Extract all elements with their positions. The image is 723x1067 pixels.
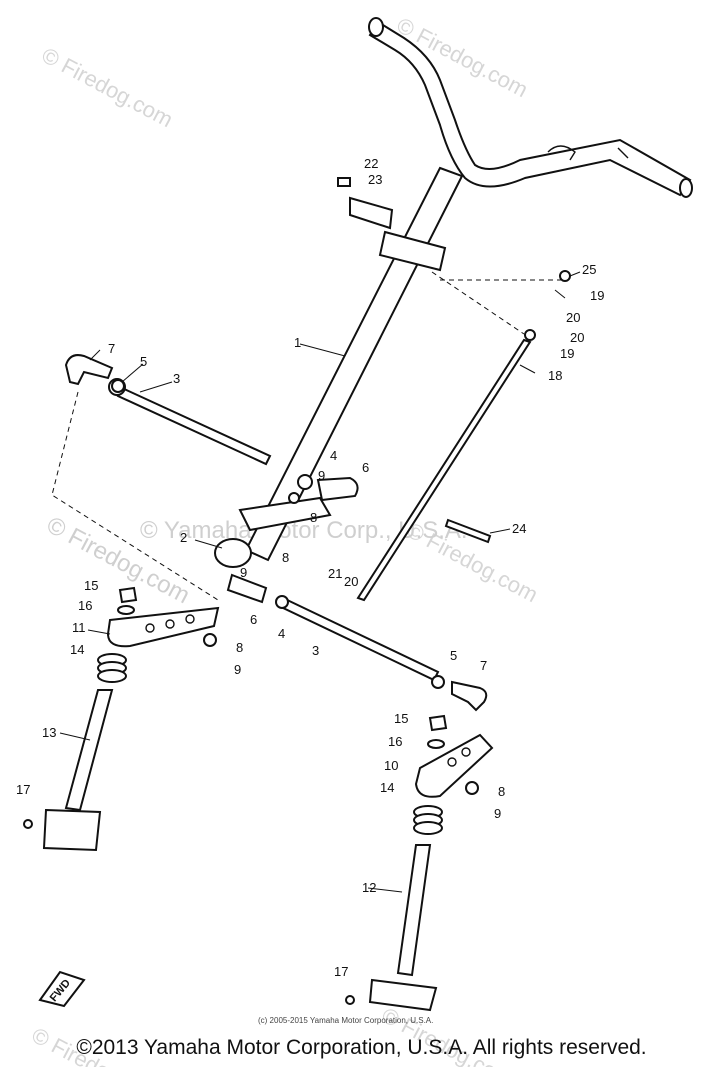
fwd-indicator: FWD <box>38 970 86 1008</box>
callout-19: 19 <box>560 346 574 361</box>
link-rod <box>356 270 571 602</box>
callout-20: 20 <box>570 330 584 345</box>
spring-right <box>413 805 443 835</box>
rod-end-right <box>451 680 488 712</box>
callout-16: 16 <box>388 734 402 749</box>
callout-5: 5 <box>140 354 147 369</box>
callout-8: 8 <box>282 550 289 565</box>
callout-14: 14 <box>70 642 84 657</box>
callout-13: 13 <box>42 725 56 740</box>
callout-22: 22 <box>364 156 378 171</box>
watermark-yamaha: © Yamaha Motor Corp., U.S.A. <box>140 517 468 544</box>
callout-8: 8 <box>236 640 243 655</box>
reference-line <box>51 391 219 601</box>
callout-3: 3 <box>312 643 319 658</box>
spring-left <box>97 653 127 683</box>
callout-10: 10 <box>384 758 398 773</box>
callout-1: 1 <box>294 335 301 350</box>
callout-9: 9 <box>234 662 241 677</box>
callout-18: 18 <box>548 368 562 383</box>
column-bushing <box>214 538 252 568</box>
callout-7: 7 <box>480 658 487 673</box>
leader-lines <box>59 271 581 893</box>
callout-9: 9 <box>318 468 325 483</box>
callout-12: 12 <box>362 880 376 895</box>
reference-line <box>431 271 525 335</box>
nuts-and-washers <box>23 379 479 1005</box>
callout-23: 23 <box>368 172 382 187</box>
rod-end-lower <box>226 573 268 604</box>
callout-19: 19 <box>590 288 604 303</box>
callout-7: 7 <box>108 341 115 356</box>
callout-25: 25 <box>582 262 596 277</box>
rod-end-left <box>64 354 114 386</box>
callouts: 1 2 3 3 4 4 5 5 6 6 7 7 8 8 8 8 9 9 9 9 … <box>16 156 604 979</box>
rod-end-upper <box>316 476 359 502</box>
callout-4: 4 <box>278 626 285 641</box>
callout-3: 3 <box>173 371 180 386</box>
callout-17: 17 <box>16 782 30 797</box>
callout-9: 9 <box>494 806 501 821</box>
callout-20: 20 <box>566 310 580 325</box>
copyright-notice: ©2013 Yamaha Motor Corporation, U.S.A. A… <box>76 1036 647 1059</box>
callout-16: 16 <box>78 598 92 613</box>
callout-2: 2 <box>180 530 187 545</box>
small-credit: (c) 2005-2015 Yamaha Motor Corporation, … <box>258 1016 434 1025</box>
tie-rod-left <box>108 378 272 466</box>
handlebar-clamp <box>337 177 394 230</box>
callout-5: 5 <box>450 648 457 663</box>
callout-4: 4 <box>330 448 337 463</box>
spindle-right <box>368 844 438 1012</box>
watermark-firedog: © Firedog.com <box>38 42 177 132</box>
handlebar <box>368 17 693 198</box>
callout-15: 15 <box>84 578 98 593</box>
spindle-left <box>42 689 114 852</box>
callout-6: 6 <box>250 612 257 627</box>
callout-20: 20 <box>344 574 358 589</box>
callout-9: 9 <box>240 565 247 580</box>
callout-8: 8 <box>310 510 317 525</box>
callout-15: 15 <box>394 711 408 726</box>
callout-8: 8 <box>498 784 505 799</box>
tie-rod-right <box>277 596 440 682</box>
callout-17: 17 <box>334 964 348 979</box>
callout-11: 11 <box>72 620 86 635</box>
callout-6: 6 <box>362 460 369 475</box>
steering-arm-left <box>106 606 220 648</box>
callout-14: 14 <box>380 780 394 795</box>
callout-24: 24 <box>512 521 526 536</box>
steering-column <box>238 166 464 562</box>
callout-21: 21 <box>328 566 342 581</box>
steering-arm-right <box>414 733 494 798</box>
